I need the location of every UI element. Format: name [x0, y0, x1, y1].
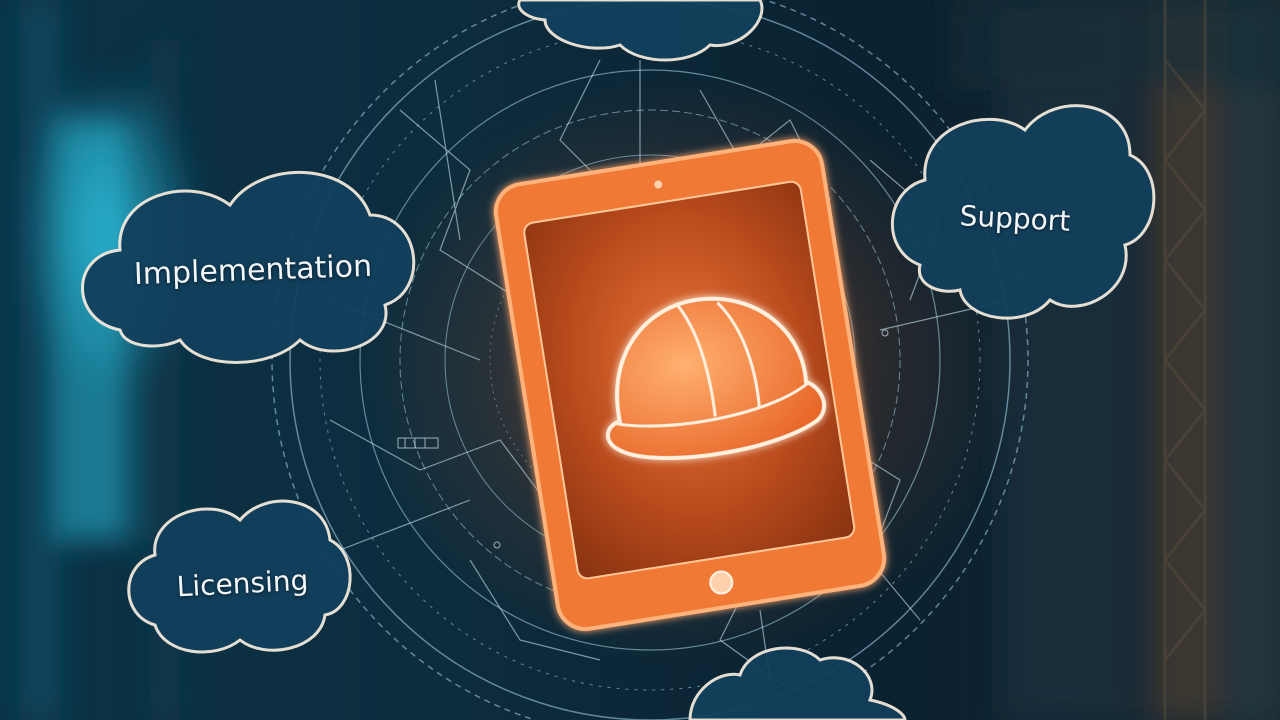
tablet-device	[493, 138, 887, 632]
cloud-licensing	[127, 499, 352, 654]
cloud-implementation	[81, 170, 416, 364]
hard-hat-icon	[605, 296, 827, 460]
cloud-label-support: Support	[958, 199, 1072, 238]
cloud-support	[890, 104, 1156, 320]
cloud-top	[517, 0, 764, 62]
crane-structure	[1163, 0, 1207, 720]
cloud-bottom	[688, 646, 907, 720]
